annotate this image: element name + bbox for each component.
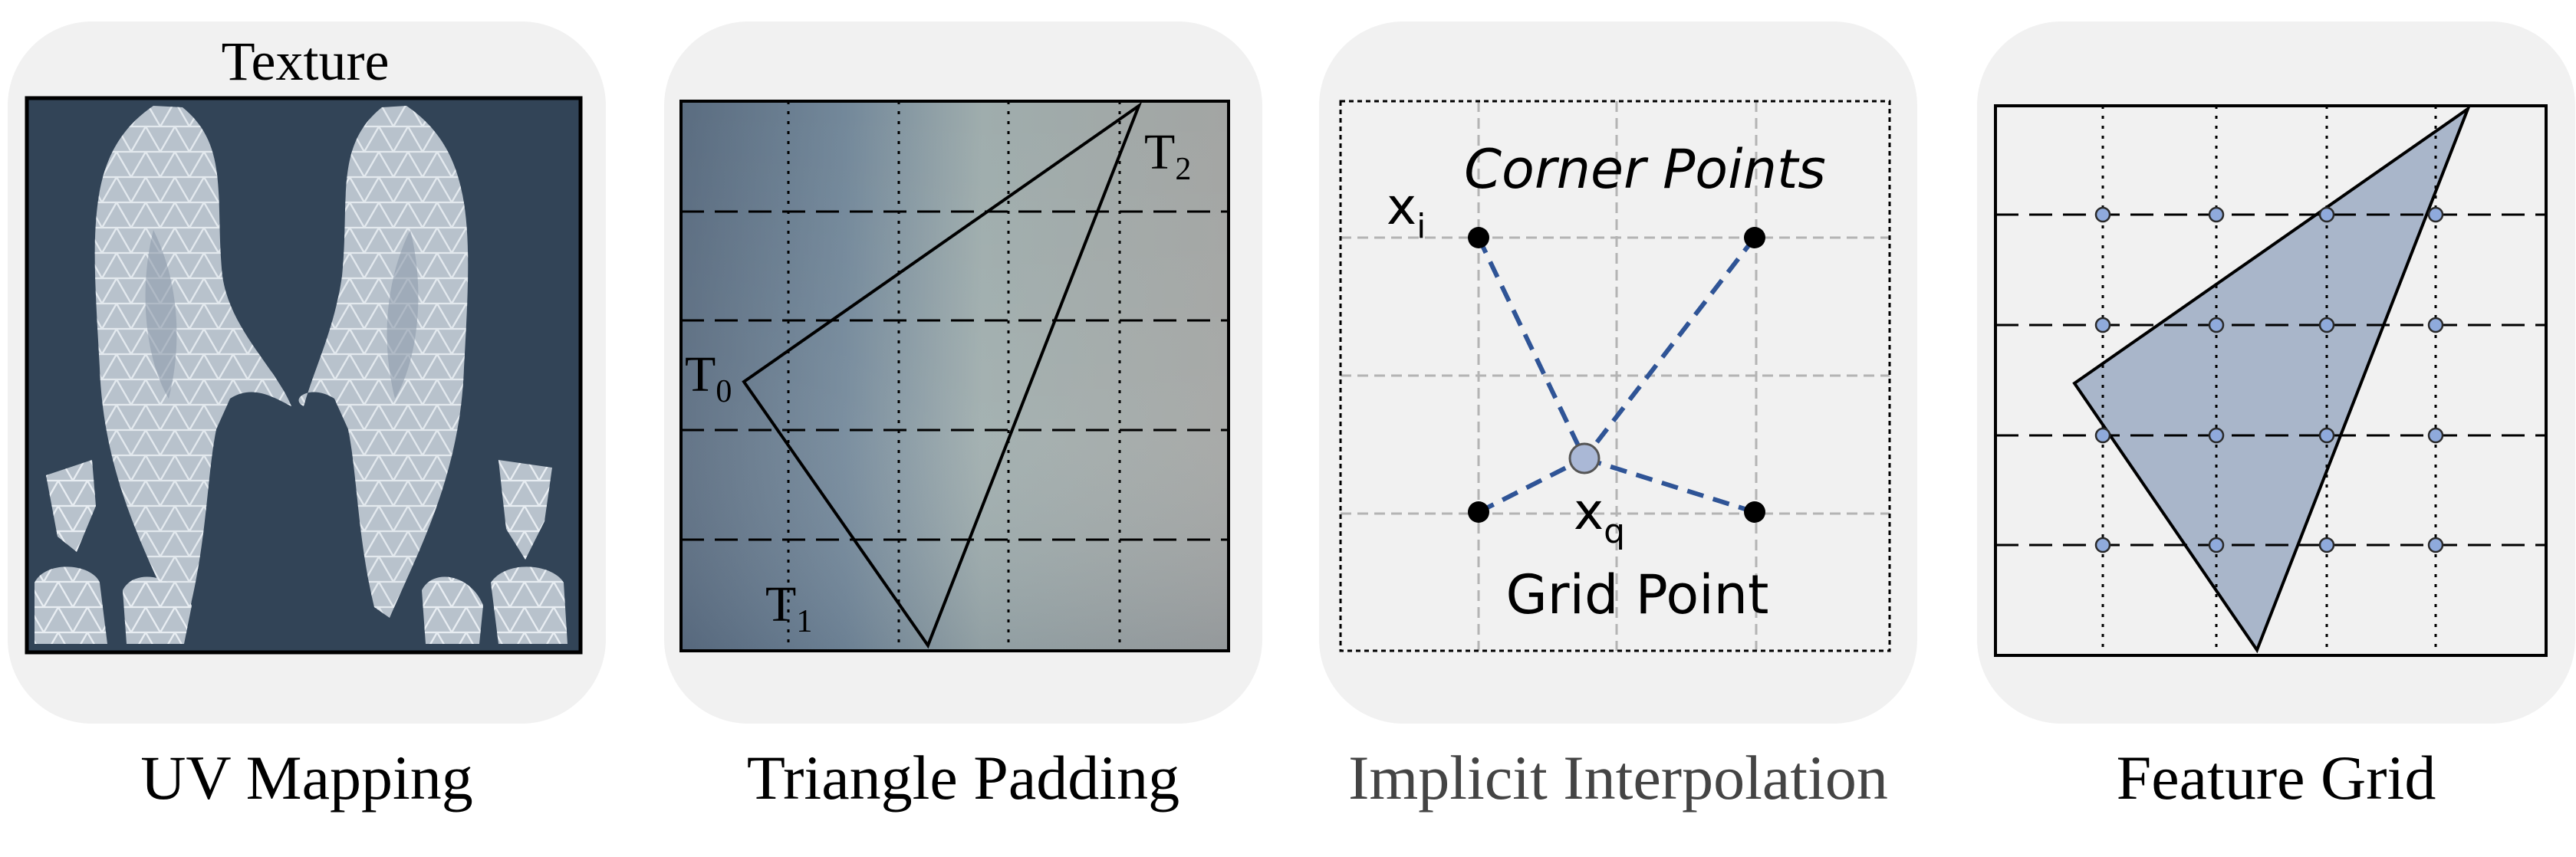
texture-title: Texture: [222, 31, 390, 92]
grid-node: [2208, 427, 2225, 444]
uv-texture-image: [25, 96, 583, 655]
corner-point: [1468, 227, 1489, 248]
grid-point-label: Grid Point: [1506, 563, 1769, 626]
panel-implicit-interpolation: [1319, 21, 1917, 724]
xi-label: xi: [1387, 177, 1426, 246]
corner-point: [1744, 227, 1765, 248]
grid-node: [2427, 427, 2444, 444]
grid-node: [2094, 317, 2111, 333]
t2-label: T2: [1144, 124, 1191, 187]
caption-uv-mapping: UV Mapping: [140, 743, 473, 813]
grid-node: [2427, 206, 2444, 223]
feature-triangle: [2072, 104, 2472, 654]
padding-grid: [679, 100, 1230, 652]
t1-label: T1: [765, 576, 812, 639]
corner-point: [1744, 501, 1765, 523]
caption-feature-grid: Feature Grid: [2116, 743, 2436, 813]
caption-implicit-interpolation: Implicit Interpolation: [1348, 743, 1888, 813]
grid-node: [2318, 427, 2335, 444]
t0-label: T0: [685, 346, 732, 409]
corner-points-label: Corner Points: [1464, 138, 1826, 201]
grid-node: [2318, 537, 2335, 553]
grid-node: [2208, 317, 2225, 333]
query-point: [1568, 442, 1601, 474]
grid-node: [2094, 206, 2111, 223]
corner-point: [1468, 501, 1489, 523]
grid-node: [2094, 427, 2111, 444]
grid-node: [2208, 537, 2225, 553]
grid-node: [2094, 537, 2111, 553]
padded-triangle: [742, 101, 1143, 649]
feature-grid: [1994, 104, 2548, 657]
caption-triangle-padding: Triangle Padding: [746, 743, 1180, 813]
grid-node: [2208, 206, 2225, 223]
grid-node: [2318, 206, 2335, 223]
grid-node: [2427, 537, 2444, 553]
grid-node: [2427, 317, 2444, 333]
grid-node: [2318, 317, 2335, 333]
xq-label: xq: [1574, 482, 1625, 551]
interpolation-grid: [1339, 100, 1891, 652]
